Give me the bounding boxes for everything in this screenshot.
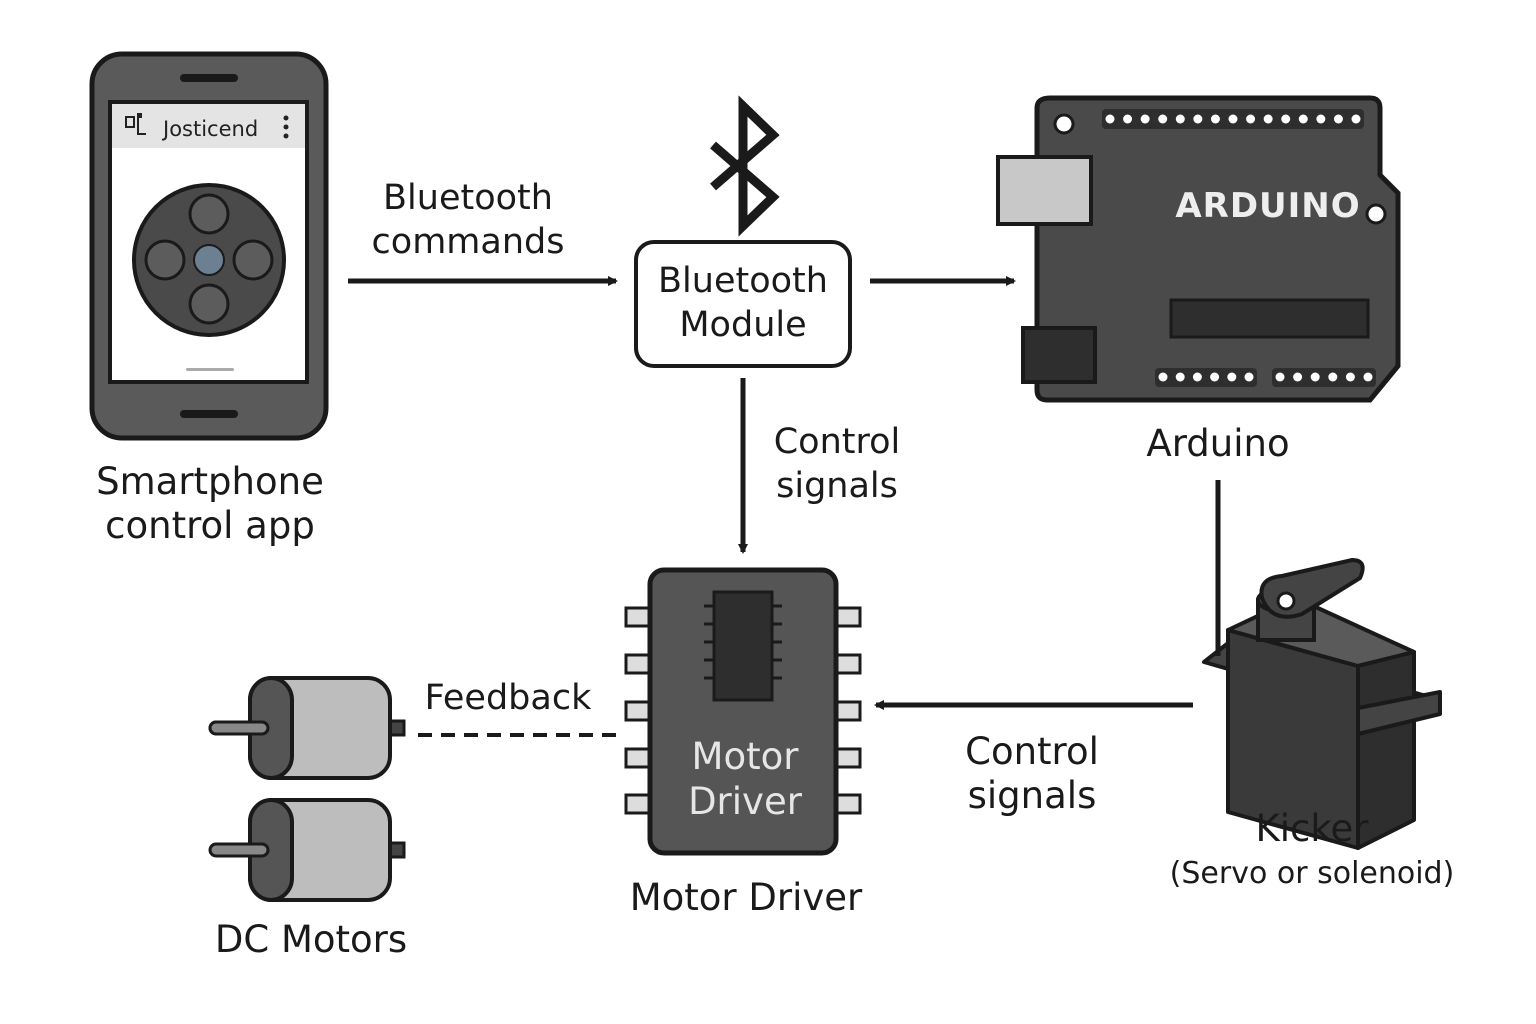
edge-label-line: signals: [967, 774, 1097, 817]
header-pin-hole: [1244, 372, 1254, 382]
bluetooth-module-line2: Module: [679, 305, 807, 345]
header-pin-hole: [1316, 114, 1326, 124]
edge-label-line: commands: [371, 222, 565, 262]
edge-label-line: Control: [773, 422, 901, 462]
arduino-analog-header: [1272, 368, 1376, 387]
app-menu-icon[interactable]: [283, 115, 289, 139]
kicker-sublabel: (Servo or solenoid): [1169, 856, 1455, 891]
dc-motors-label: DC Motors: [214, 918, 408, 961]
arduino-top-header: [1102, 109, 1364, 129]
servo-kicker-icon: [1202, 557, 1442, 850]
header-pin-hole: [1275, 372, 1285, 382]
header-pin-hole: [1158, 372, 1168, 382]
edge-label-line: Bluetooth: [383, 178, 553, 218]
dc-motor-icon: [208, 798, 406, 902]
joystick-icon[interactable]: [132, 183, 286, 337]
header-pin-hole: [1227, 372, 1237, 382]
arduino-board-text: ARDUINO: [1175, 186, 1361, 226]
edge-label-bluetooth-commands: Bluetooth commands: [358, 176, 578, 264]
motor-driver-chip-icon: [624, 567, 862, 856]
header-pin-hole: [1246, 114, 1256, 124]
header-pin-hole: [1281, 114, 1291, 124]
header-pin-hole: [1192, 372, 1202, 382]
smartphone-icon: [89, 51, 329, 441]
header-pin-hole: [1298, 114, 1308, 124]
bluetooth-module-label: Bluetooth Module: [636, 259, 850, 347]
header-pin-hole: [1328, 372, 1338, 382]
motor-driver-label: Motor Driver: [629, 876, 863, 919]
header-pin-hole: [1363, 372, 1373, 382]
header-pin-hole: [1210, 372, 1220, 382]
edge-label-line: signals: [776, 466, 898, 506]
motor-driver-chip-line2: Driver: [688, 780, 802, 823]
bluetooth-module-box: [634, 240, 852, 368]
header-pin-hole: [1310, 372, 1320, 382]
bluetooth-icon: [710, 95, 780, 237]
header-pin-hole: [1228, 114, 1238, 124]
header-pin-hole: [1193, 114, 1203, 124]
header-pin-hole: [1140, 114, 1150, 124]
app-title: Josticend: [163, 117, 259, 141]
header-pin-hole: [1293, 372, 1303, 382]
header-pin-hole: [1345, 372, 1355, 382]
edge-label-feedback: Feedback: [424, 678, 592, 718]
header-pin-hole: [1263, 114, 1273, 124]
motor-driver-chip-label: Motor Driver: [650, 734, 840, 824]
bluetooth-module-line1: Bluetooth: [658, 261, 828, 301]
smartphone-label: Smartphone control app: [70, 460, 350, 548]
app-logo-icon: [125, 113, 146, 135]
smartphone-label-line1: Smartphone: [96, 460, 324, 503]
header-pin-hole: [1158, 114, 1168, 124]
header-pin-hole: [1210, 114, 1220, 124]
arduino-board-icon: [996, 95, 1401, 403]
dc-motor-icon: [208, 676, 406, 780]
motor-driver-chip-line1: Motor: [691, 735, 799, 778]
edge-label-control-signals-bottom: Control signals: [930, 730, 1134, 818]
header-pin-hole: [1333, 114, 1343, 124]
edge-label-line: Control: [965, 730, 1099, 773]
header-pin-hole: [1123, 114, 1133, 124]
arduino-label: Arduino: [1146, 422, 1290, 465]
header-pin-hole: [1105, 114, 1115, 124]
smartphone-label-line2: control app: [105, 504, 315, 547]
arduino-power-header: [1155, 368, 1257, 387]
header-pin-hole: [1351, 114, 1361, 124]
header-pin-hole: [1175, 114, 1185, 124]
kicker-label: Kicker: [1255, 807, 1369, 850]
header-pin-hole: [1175, 372, 1185, 382]
edge-label-control-signals-top: Control signals: [752, 420, 922, 508]
